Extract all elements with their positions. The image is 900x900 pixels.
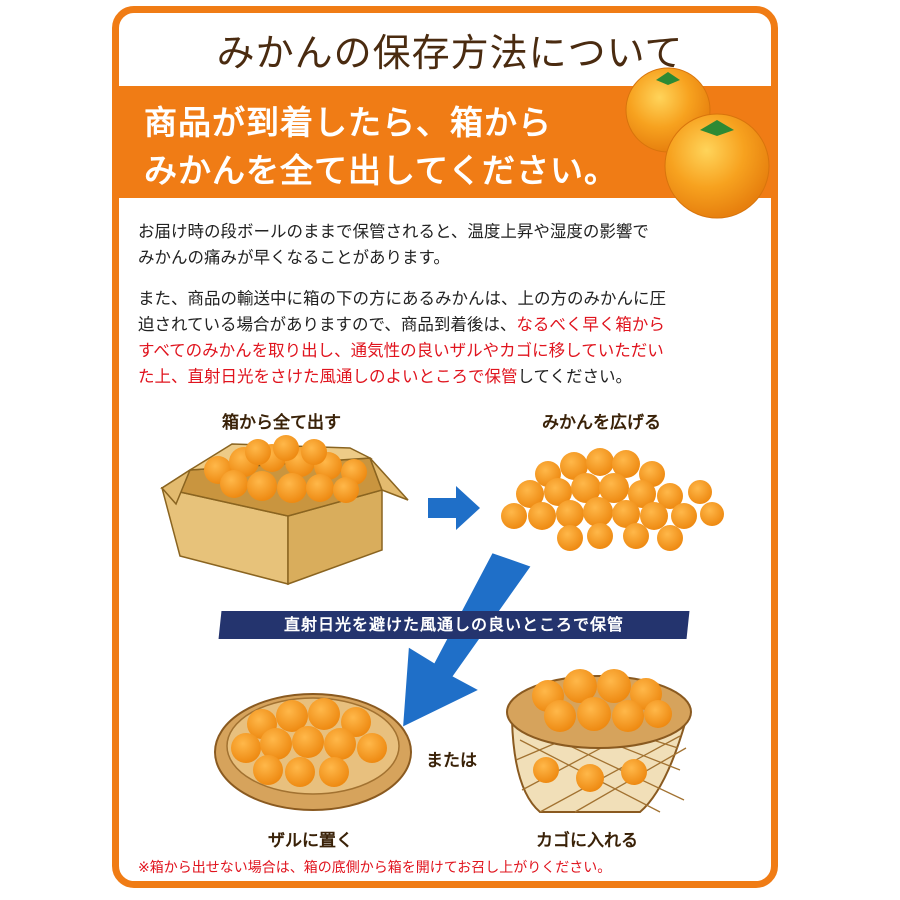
paragraph-2-line-4: た上、直射日光をさけた風通しのよいところで保管してください。 — [138, 367, 633, 386]
step-colander-label: ザルに置く — [268, 831, 353, 851]
banner-line-2: みかんを全て出してください。 — [144, 151, 619, 190]
spread-oranges-icon — [501, 448, 724, 551]
basket-icon — [506, 669, 692, 813]
paragraph-1-line-1: お届け時の段ボールのままで保管されると、温度上昇や湿度の影響で — [138, 222, 649, 241]
page-title: みかんの保存方法について — [216, 31, 684, 75]
storage-ribbon-text: 直射日光を避けた風通しの良いところで保管 — [283, 615, 624, 634]
footnote: ※箱から出せない場合は、箱の底側から箱を開けてお召し上がりください。 — [138, 860, 612, 876]
or-label: または — [426, 751, 477, 771]
banner-line-1: 商品が到着したら、箱から — [144, 103, 552, 142]
down-left-arrow-icon — [400, 550, 534, 730]
emphasis-text: すべてのみかんを取り出し、通気性の良いザルやカゴに移していただい — [138, 341, 664, 360]
paragraph-2-line-2: 迫されている場合がありますので、商品到着後は、なるべく早く箱から — [138, 315, 665, 334]
paragraph-1: お届け時の段ボールのままで保管されると、温度上昇や湿度の影響で みかんの痛みが早… — [138, 219, 768, 271]
step-basket-label: カゴに入れる — [536, 831, 638, 851]
paragraph-1-line-2: みかんの痛みが早くなることがあります。 — [138, 248, 450, 267]
paragraph-2: また、商品の輸送中に箱の下の方にあるみかんは、上の方のみかんに圧 迫されている場… — [138, 286, 768, 390]
emphasis-text: た上、直射日光をさけた風通しのよいところで保管 — [138, 367, 518, 386]
colander-icon — [214, 693, 412, 811]
paragraph-2-line-1: また、商品の輸送中に箱の下の方にあるみかんは、上の方のみかんに圧 — [138, 289, 666, 308]
box-oranges-icon — [204, 435, 367, 503]
step-take-out-label: 箱から全て出す — [222, 413, 341, 433]
right-arrow-icon — [428, 486, 480, 530]
step-spread-label: みかんを広げる — [542, 413, 661, 433]
cardboard-box-icon — [160, 443, 409, 586]
emphasis-text: なるべく早く箱から — [516, 315, 665, 334]
